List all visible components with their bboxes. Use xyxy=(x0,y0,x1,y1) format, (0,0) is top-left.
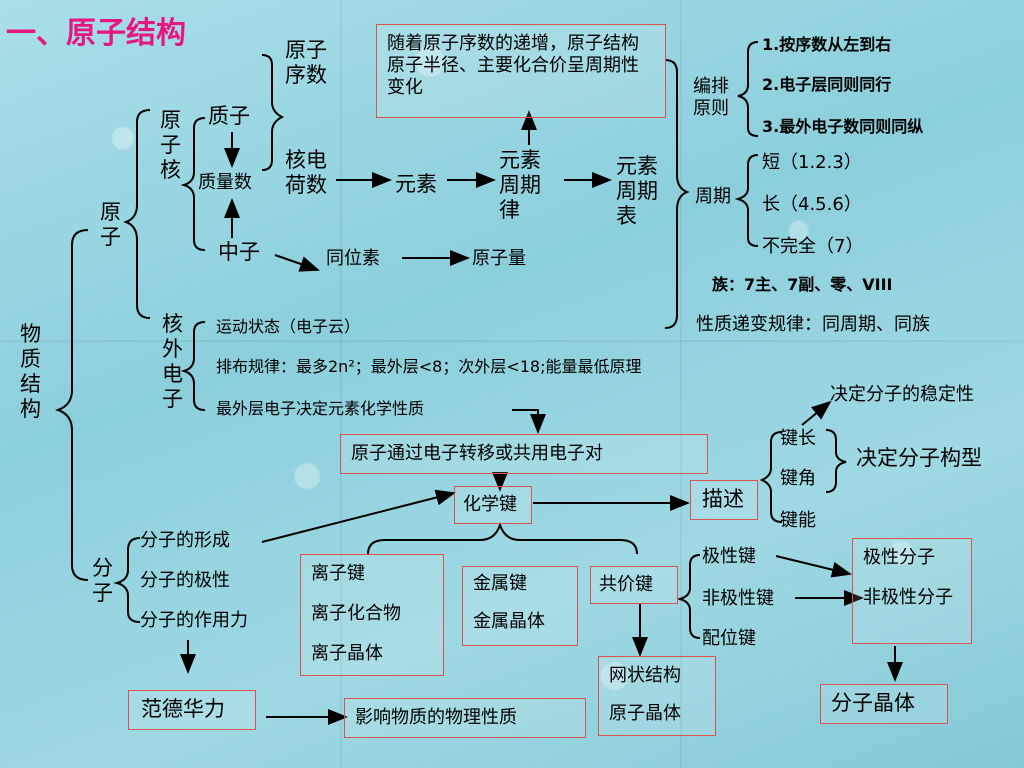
stability-label: 决定分子的稳定性 xyxy=(830,384,974,405)
periodic-law-label: 元素周期律 xyxy=(499,148,541,222)
grid-line xyxy=(340,0,342,768)
outermost-note: 最外层电子决定元素化学性质 xyxy=(216,399,425,418)
periodic-table-label: 元素周期表 xyxy=(616,154,658,228)
bond-energy: 键能 xyxy=(780,510,816,531)
ionic-bond: 离子键 xyxy=(311,563,365,584)
metallic-box: 金属键 金属晶体 xyxy=(462,566,578,646)
grid-line xyxy=(680,0,682,768)
network-box: 网状结构 原子晶体 xyxy=(598,656,716,736)
ionic-crystal: 离子晶体 xyxy=(311,643,383,664)
geometry-label: 决定分子构型 xyxy=(856,446,982,470)
polar-bond: 极性键 xyxy=(702,546,756,567)
mol-formation: 分子的形成 xyxy=(140,530,230,551)
covalent-box: 共价键 xyxy=(590,566,678,604)
bond-length: 键长 xyxy=(780,428,816,449)
molecule-polarity-box: 极性分子 非极性分子 xyxy=(852,538,972,644)
long-period: 长（4.5.6） xyxy=(762,194,862,215)
motion-state: 运动状态（电子云） xyxy=(216,317,361,336)
atomic-number-label: 原子序数 xyxy=(285,38,327,87)
arrangement-label: 编排原则 xyxy=(693,76,729,119)
atomic-mass-label: 原子量 xyxy=(472,248,526,269)
proton-label: 质子 xyxy=(208,104,250,128)
incomplete-period: 不完全（7） xyxy=(762,236,864,257)
isotope-label: 同位素 xyxy=(326,248,380,269)
nonpolar-bond: 非极性键 xyxy=(702,588,774,609)
grid-line xyxy=(0,340,1024,342)
rule-1: 1.按序数从左到右 xyxy=(762,35,892,54)
vdw-force: 范德华力 xyxy=(141,697,225,721)
page-title: 一、原子结构 xyxy=(6,16,186,51)
mass-number-label: 质量数 xyxy=(198,172,252,193)
groups-label: 族：7主、7副、零、VIII xyxy=(712,275,893,294)
rule-3: 3.最外电子数同则同纵 xyxy=(762,117,924,136)
chemical-bond-box: 化学键 xyxy=(454,486,532,524)
bond-formation-box: 原子通过电子转移或共用电子对 xyxy=(340,434,708,474)
molecular-crystal-box: 分子晶体 xyxy=(820,684,948,724)
period-label: 周期 xyxy=(695,186,731,207)
rule-2: 2.电子层同则同行 xyxy=(762,75,892,94)
bond-formation-text: 原子通过电子转移或共用电子对 xyxy=(351,443,603,464)
ionic-compound: 离子化合物 xyxy=(311,603,401,624)
distribution-rule: 排布规律：最多2n²；最外层<8；次外层<18;能量最低原理 xyxy=(216,357,642,376)
molecule-label: 分子 xyxy=(92,556,113,605)
describe-box: 描述 xyxy=(690,480,758,520)
vdw-box: 范德华力 xyxy=(128,690,256,730)
metallic-bond: 金属键 xyxy=(473,573,527,594)
physical-props-box: 影响物质的物理性质 xyxy=(344,698,586,738)
describe-text: 描述 xyxy=(702,487,744,511)
mol-force: 分子的作用力 xyxy=(140,610,248,631)
bond-angle: 键角 xyxy=(780,468,816,489)
root-label: 物质结构 xyxy=(20,322,41,421)
coordinate-bond: 配位键 xyxy=(702,628,756,649)
law-note-box: 随着原子序数的递增，原子结构 原子半径、主要化合价呈周期性变化 xyxy=(376,24,666,118)
ionic-box: 离子键 离子化合物 离子晶体 xyxy=(300,554,444,676)
outer-electrons-label: 核外电子 xyxy=(162,312,183,411)
molecular-crystal: 分子晶体 xyxy=(831,691,915,715)
law-note-text: 随着原子序数的递增，原子结构 原子半径、主要化合价呈周期性变化 xyxy=(387,33,639,98)
mol-polarity: 分子的极性 xyxy=(140,570,230,591)
nucleus-label: 原子核 xyxy=(160,108,181,182)
atom-label: 原子 xyxy=(100,200,121,249)
neutron-label: 中子 xyxy=(218,240,260,264)
atomic-crystal: 原子晶体 xyxy=(609,703,681,724)
physical-props: 影响物质的物理性质 xyxy=(355,707,517,728)
network-structure: 网状结构 xyxy=(609,665,681,686)
polar-molecule: 极性分子 xyxy=(863,547,935,568)
chemical-bond-text: 化学键 xyxy=(463,494,517,515)
nonpolar-molecule: 非极性分子 xyxy=(863,587,953,608)
covalent-bond: 共价键 xyxy=(599,574,653,595)
nuclear-charge-label: 核电荷数 xyxy=(285,148,327,197)
element-label: 元素 xyxy=(395,172,437,196)
property-trend-label: 性质递变规律：同周期、同族 xyxy=(696,314,930,335)
metallic-crystal: 金属晶体 xyxy=(473,611,545,632)
short-period: 短（1.2.3） xyxy=(762,152,862,173)
